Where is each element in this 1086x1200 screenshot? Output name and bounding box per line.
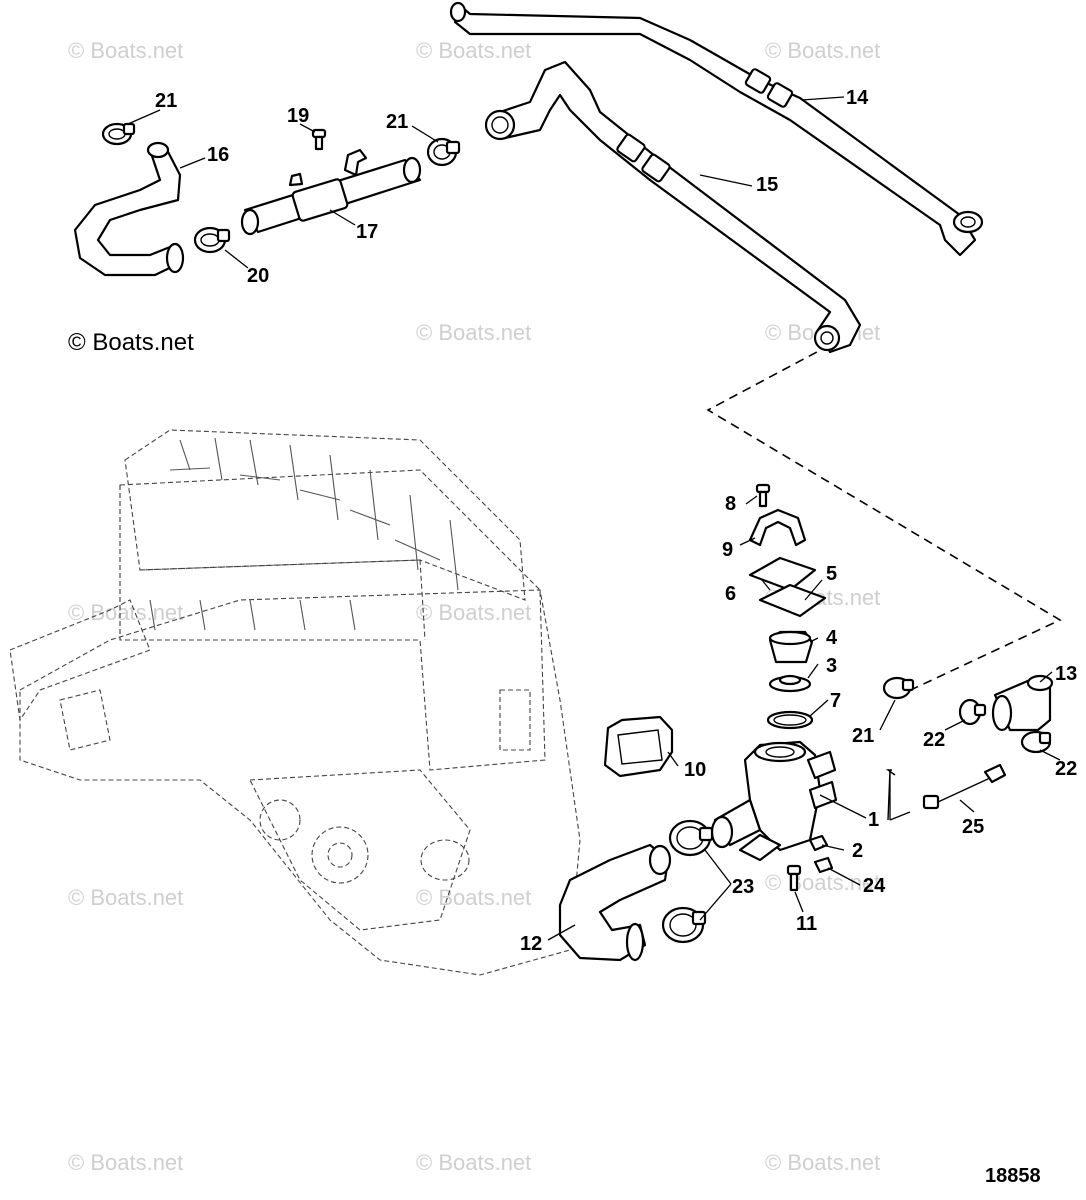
part-25-sender xyxy=(885,763,1007,821)
callout-7: 7 xyxy=(830,690,841,712)
watermark: © Boats.net xyxy=(416,1150,531,1175)
callout-9: 9 xyxy=(722,539,733,561)
part-10-gasket xyxy=(603,715,674,778)
callout-21: 21 xyxy=(386,111,408,133)
watermark: © Boats.net xyxy=(68,600,183,625)
part-17-tube xyxy=(240,148,422,236)
callout-12: 12 xyxy=(520,933,542,955)
callout-21: 21 xyxy=(155,90,177,112)
callout-17: 17 xyxy=(356,221,378,243)
callout-24: 24 xyxy=(863,875,886,897)
watermark: © Boats.net xyxy=(416,38,531,63)
part-12-hose-and-clamps xyxy=(558,819,714,962)
callout-2: 2 xyxy=(852,840,863,862)
callout-21: 21 xyxy=(852,725,874,747)
part-13-elbow-and-clamps xyxy=(882,674,1054,754)
thermostat-stack xyxy=(748,483,827,730)
callout-20: 20 xyxy=(247,265,269,287)
part-14-hose xyxy=(449,1,984,257)
figure-number: 18858 xyxy=(985,1165,1041,1187)
callout-22: 22 xyxy=(923,729,945,751)
callout-19: 19 xyxy=(287,105,309,127)
callout-4: 4 xyxy=(826,627,838,649)
watermark-layer: © Boats.net © Boats.net © Boats.net © Bo… xyxy=(68,38,880,1175)
callout-3: 3 xyxy=(826,655,837,677)
callout-13: 13 xyxy=(1055,663,1077,685)
part-16-hose xyxy=(73,141,185,277)
callout-labels: 21 16 20 19 17 21 14 15 8 9 6 5 4 3 7 10… xyxy=(155,87,1077,955)
watermark: © Boats.net xyxy=(68,38,183,63)
callout-16: 16 xyxy=(207,144,229,166)
sensors-and-screw xyxy=(786,834,834,892)
leader-lines xyxy=(127,96,1061,941)
callout-15: 15 xyxy=(756,174,778,196)
callout-11: 11 xyxy=(796,913,817,935)
watermark: © Boats.net xyxy=(68,885,183,910)
watermark: © Boats.net xyxy=(765,870,880,895)
main-watermark: © Boats.net xyxy=(68,329,194,356)
callout-14: 14 xyxy=(846,87,869,109)
callout-8: 8 xyxy=(725,493,736,515)
watermark: © Boats.net xyxy=(765,38,880,63)
hose-clamps-top xyxy=(101,122,461,254)
part-15-hose xyxy=(484,60,862,354)
callout-6: 6 xyxy=(725,583,736,605)
watermark: © Boats.net xyxy=(68,1150,183,1175)
routing-dashed-line xyxy=(706,344,1062,696)
callout-1: 1 xyxy=(868,809,879,831)
part-1-thermostat-housing xyxy=(710,740,838,862)
part-19-screw xyxy=(311,128,327,151)
callout-25: 25 xyxy=(962,816,984,838)
callout-10: 10 xyxy=(684,759,706,781)
watermark: © Boats.net xyxy=(416,885,531,910)
callout-22: 22 xyxy=(1055,758,1077,780)
watermark: © Boats.net xyxy=(416,320,531,345)
watermark: © Boats.net xyxy=(765,1150,880,1175)
engine-block-illustration xyxy=(9,429,581,976)
callout-5: 5 xyxy=(826,563,837,585)
callout-23: 23 xyxy=(732,876,754,898)
watermark: © Boats.net xyxy=(416,600,531,625)
